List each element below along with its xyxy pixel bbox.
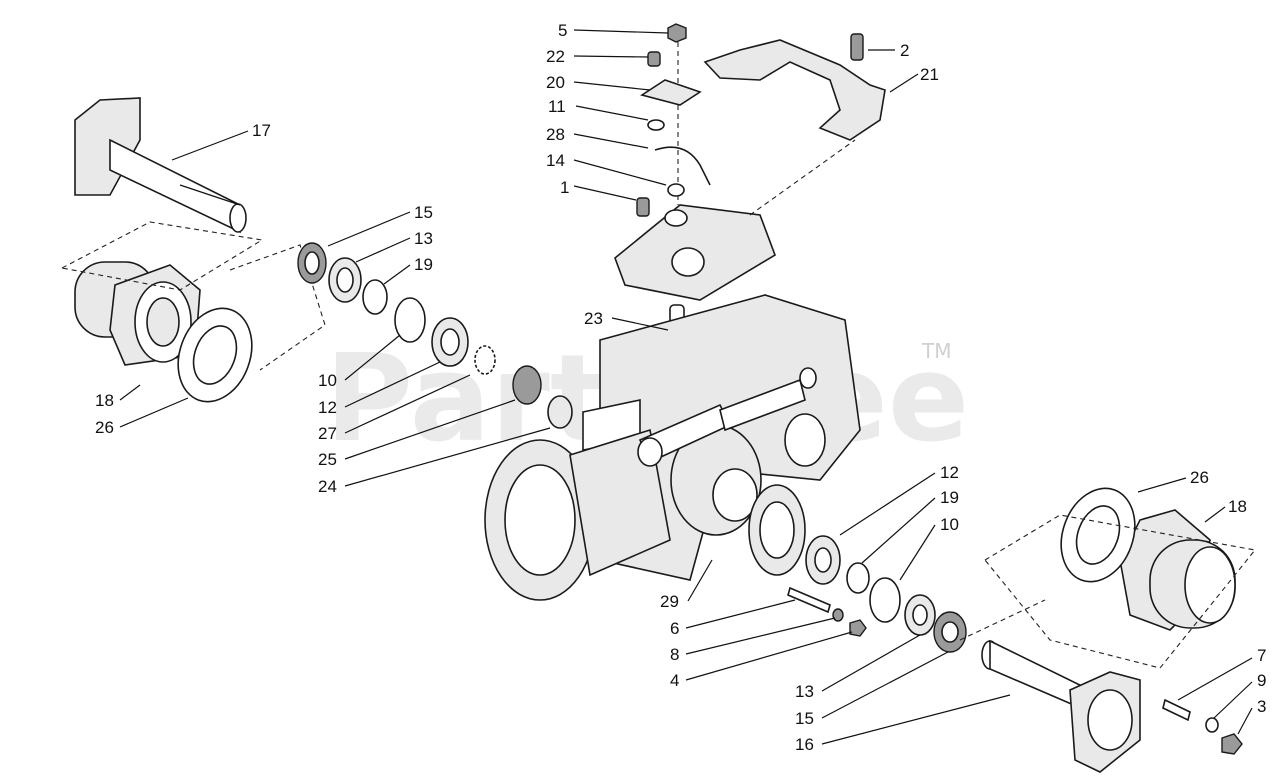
callout-8: 8	[670, 645, 679, 664]
callout-19a: 19	[414, 255, 433, 274]
callout-18b: 18	[1228, 497, 1247, 516]
callout-11: 11	[548, 97, 566, 116]
callout-26a: 26	[95, 418, 114, 437]
right-bearing-housing	[1119, 509, 1236, 631]
right-bearing-stack	[748, 484, 967, 653]
top-cover-plate	[614, 204, 776, 301]
right-small-hardware	[1162, 698, 1243, 755]
callout-14: 14	[546, 151, 565, 170]
callout-10a: 10	[318, 371, 337, 390]
callout-10b: 10	[940, 515, 959, 534]
left-bearing-stack	[297, 242, 573, 429]
stud-and-nut	[787, 586, 867, 637]
left-axle-shaft	[74, 97, 247, 234]
callout-26b: 26	[1190, 468, 1209, 487]
callout-1: 1	[560, 178, 569, 197]
callout-25: 25	[318, 450, 337, 469]
callout-20: 20	[546, 73, 565, 92]
small-hardware-top	[636, 23, 864, 217]
bracket	[703, 39, 886, 141]
callout-2: 2	[900, 41, 909, 60]
watermark-trademark: TM	[921, 339, 951, 363]
callout-12b: 12	[940, 463, 959, 482]
callout-29: 29	[660, 592, 679, 611]
right-axle-shaft	[981, 639, 1141, 773]
callout-15a: 15	[414, 203, 433, 222]
right-gasket	[1060, 487, 1136, 583]
callout-12a: 12	[318, 398, 337, 417]
callout-5: 5	[558, 21, 567, 40]
callout-4: 4	[670, 671, 679, 690]
callout-16: 16	[795, 735, 814, 754]
callout-13a: 13	[414, 229, 433, 248]
callout-13b: 13	[795, 682, 814, 701]
left-gasket	[177, 307, 253, 403]
callout-28: 28	[546, 125, 565, 144]
callout-21: 21	[920, 65, 939, 84]
callout-7: 7	[1257, 646, 1266, 665]
left-bearing-housing	[74, 261, 201, 366]
callout-17: 17	[252, 121, 271, 140]
callout-3: 3	[1257, 697, 1266, 716]
callout-6: 6	[670, 619, 679, 638]
callout-23: 23	[584, 309, 603, 328]
callout-15b: 15	[795, 709, 814, 728]
callout-9: 9	[1257, 671, 1266, 690]
callout-27: 27	[318, 424, 337, 443]
callout-18a: 18	[95, 391, 114, 410]
callout-24: 24	[318, 477, 337, 496]
callout-22: 22	[546, 47, 565, 66]
gear-case	[484, 294, 861, 601]
callout-19b: 19	[940, 488, 959, 507]
